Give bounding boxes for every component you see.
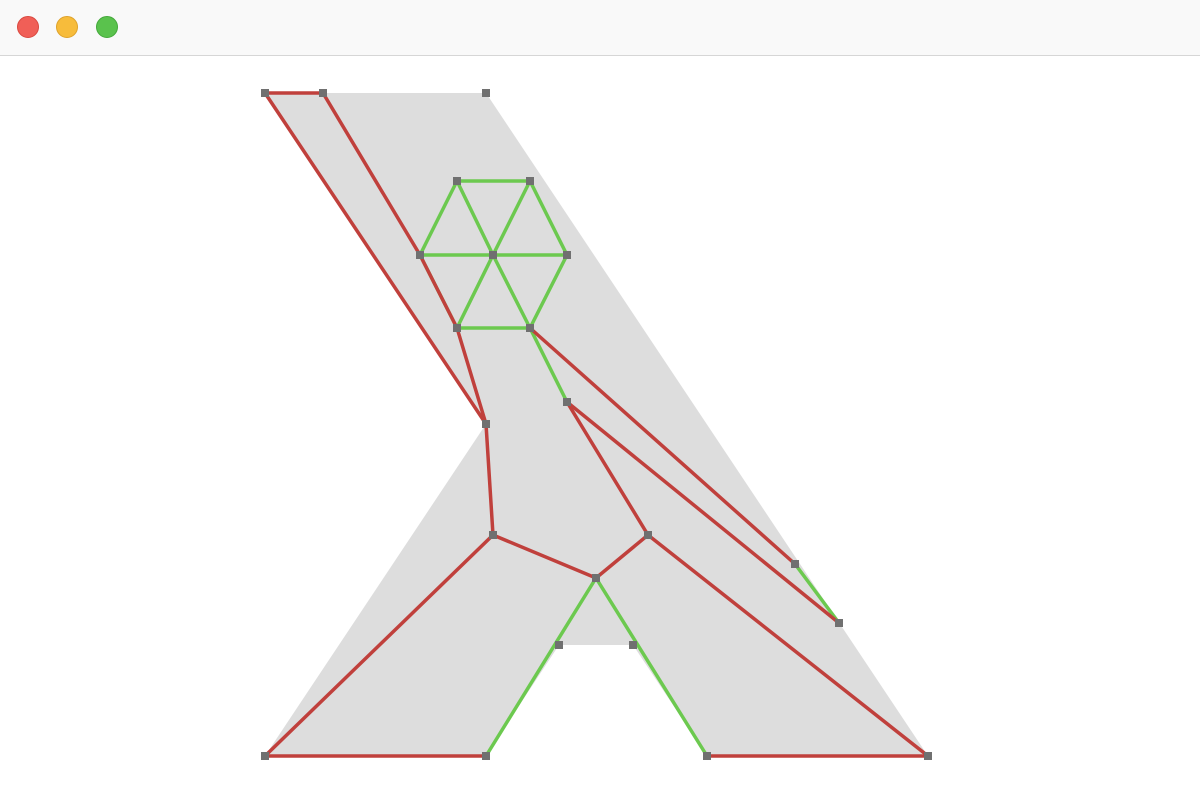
red-edge [484,422,495,537]
red-edge [646,533,930,758]
vertex-marker [453,324,461,332]
red-edge [263,91,488,426]
close-button[interactable] [17,16,39,38]
vertex-marker [489,251,497,259]
vertex-marker [563,398,571,406]
green-edge [491,253,532,330]
vertex-marker [482,89,490,97]
vertex-marker [453,177,461,185]
green-edge [594,576,709,758]
zoom-button[interactable] [96,16,118,38]
green-edge [418,179,459,257]
red-edge [528,326,797,566]
title-bar [0,0,1200,56]
green-edge [455,253,495,330]
green-edge [528,326,569,404]
red-edge [565,400,650,537]
vertex-marker [261,89,269,97]
vertex-marker [555,641,563,649]
green-edge [484,576,598,758]
vertex-marker [482,420,490,428]
vertex-marker [644,531,652,539]
red-edge [263,533,495,758]
green-edge [528,253,569,330]
vertex-marker [563,251,571,259]
skeleton-diagram [261,89,932,760]
red-edge [455,326,488,426]
vertex-marker [261,752,269,760]
vertex-marker [835,619,843,627]
red-edge [418,253,459,330]
green-edge [455,179,495,257]
vertex-marker [703,752,711,760]
green-edge [793,562,841,625]
green-edge [528,179,569,257]
vertex-marker [319,89,327,97]
green-edge [491,179,532,257]
red-edge [594,533,650,580]
vertex-marker [489,531,497,539]
vertex-marker [526,324,534,332]
red-edge [491,533,598,580]
vertex-marker [629,641,637,649]
vertex-marker [924,752,932,760]
diagram-canvas [0,57,1200,800]
vertex-marker [791,560,799,568]
red-edge [321,91,422,257]
vertex-marker [526,177,534,185]
red-edge [565,400,841,625]
vertex-marker [482,752,490,760]
minimize-button[interactable] [56,16,78,38]
vertex-marker [416,251,424,259]
vertex-marker [592,574,600,582]
